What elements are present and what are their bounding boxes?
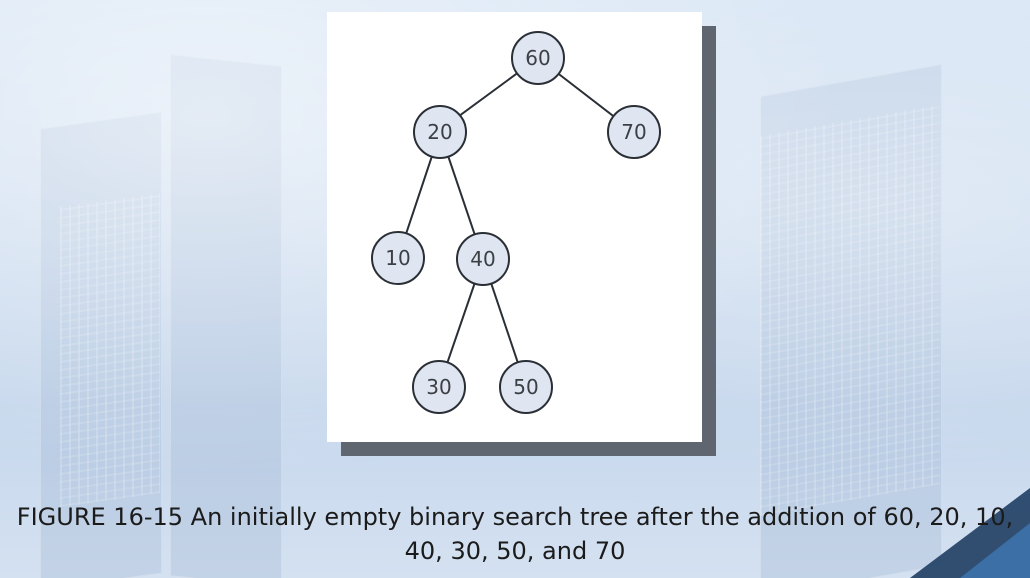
tree-node-60: 60 [511, 31, 565, 85]
figure-caption: FIGURE 16-15 An initially empty binary s… [0, 500, 1030, 568]
tree-node-50: 50 [499, 360, 553, 414]
tree-diagram-panel: 60 20 70 10 40 30 50 [327, 12, 702, 442]
node-label-20: 20 [427, 120, 452, 144]
node-label-60: 60 [525, 46, 550, 70]
node-label-40: 40 [470, 247, 495, 271]
node-label-10: 10 [385, 246, 410, 270]
caption-line-1: FIGURE 16-15 An initially empty binary s… [16, 503, 1014, 531]
tree-node-70: 70 [607, 105, 661, 159]
node-label-50: 50 [513, 375, 538, 399]
tree-node-40: 40 [456, 232, 510, 286]
node-label-70: 70 [621, 120, 646, 144]
tree-node-20: 20 [413, 105, 467, 159]
tree-node-30: 30 [412, 360, 466, 414]
node-label-30: 30 [426, 375, 451, 399]
tree-diagram: 60 20 70 10 40 30 50 [371, 31, 661, 414]
tree-node-10: 10 [371, 231, 425, 285]
caption-line-2: 40, 30, 50, and 70 [404, 537, 626, 565]
